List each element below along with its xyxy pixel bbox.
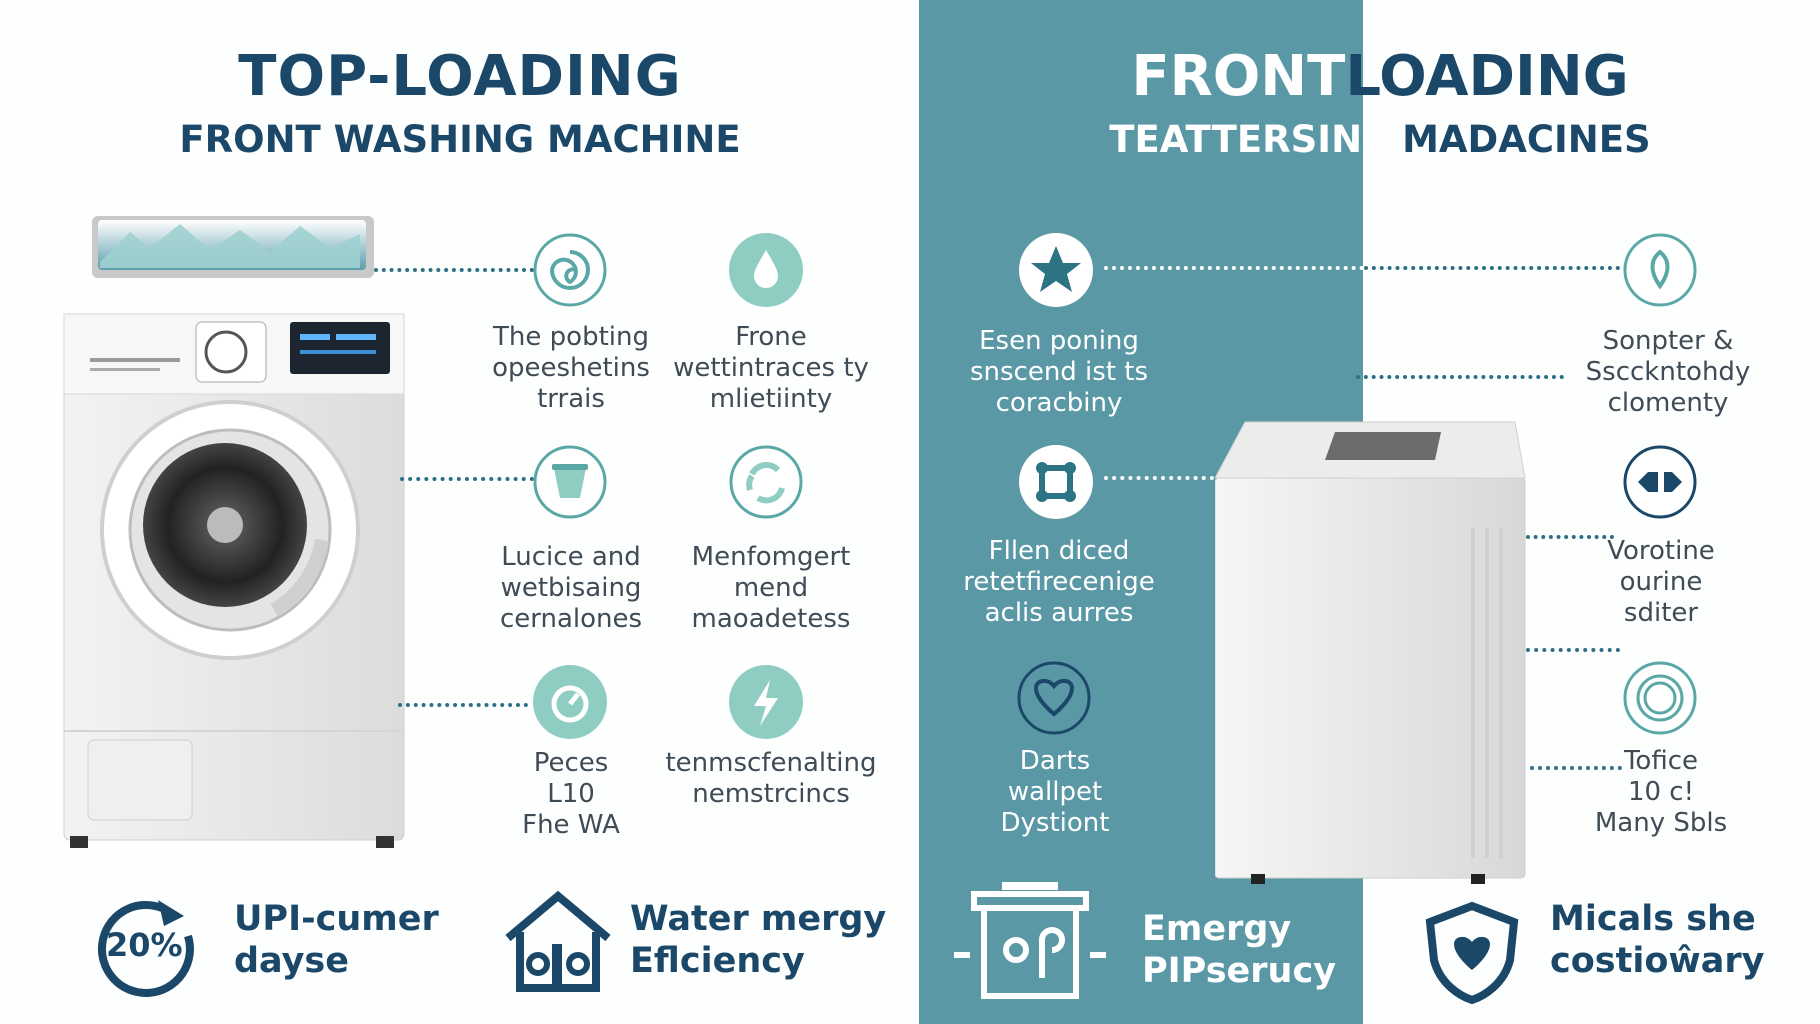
house-icon: [505, 890, 611, 992]
left-footer-1-text: UPI-cumer dayse: [234, 899, 439, 981]
left-title: TOP-LOADING: [238, 44, 682, 109]
top-load-washer-illustration: [1215, 421, 1526, 884]
right-feature-3-text: Fllen diced retetfirecenige aclis aurres: [963, 536, 1155, 628]
bucket-icon: [533, 445, 607, 519]
connector-line: [1530, 766, 1622, 770]
right-subtitle-part-a: TEATTERSINC: [1109, 118, 1390, 161]
right-title-part-a: FRONT: [1131, 44, 1346, 109]
appliance-icon: [954, 882, 1106, 999]
shield-icon: [1425, 901, 1519, 1004]
right-feature-6-text: Tofice 10 c! Many Sbls: [1594, 746, 1728, 838]
left-feature-1-text: The pobting opeeshetins trrais: [492, 322, 650, 414]
connector-line: [1356, 375, 1564, 379]
arrows-icon: [1623, 445, 1697, 519]
left-feature-6-text: tenmscfenalting nemstrcincs: [665, 748, 877, 809]
lightning-icon: [729, 665, 803, 739]
left-feature-3-text: Lucice and wetbisaing cernalones: [499, 542, 643, 634]
percent-badge-value: 20%: [106, 926, 183, 964]
right-subtitle: TEATTERSINC MADACINES: [1030, 118, 1730, 161]
left-footer-2-text: Water mergy Eflciency: [630, 899, 887, 981]
right-feature-5-text: Darts wallpet Dystiont: [1000, 746, 1110, 838]
timer-icon: [533, 665, 607, 739]
right-feature-2-text: Sonpter & Sscckntohdy clomenty: [1585, 326, 1751, 418]
ring-icon: [1623, 661, 1697, 735]
right-feature-1-text: Esen poning snscend ist ts coracbiny: [969, 326, 1149, 418]
left-feature-4-text: Menfomgert mend maoadetess: [691, 542, 851, 634]
connector-line: [398, 703, 528, 707]
connector-line: [400, 477, 534, 481]
left-feature-2-text: Frone wettintraces ty mlietiinty: [673, 322, 869, 414]
connector-line: [1104, 266, 1364, 270]
water-drop-icon: [729, 233, 803, 307]
left-subtitle: FRONT WASHING MACHINE: [179, 118, 741, 161]
connector-line: [1364, 266, 1628, 270]
right-footer-2-text: Micals she costioŵary: [1550, 899, 1765, 981]
right-footer-1-text: Emergy PIPserucy: [1142, 909, 1337, 991]
connector-line: [1526, 648, 1620, 652]
molecule-icon: [1019, 445, 1093, 519]
front-load-washer-illustration: [63, 216, 405, 848]
right-feature-4-text: Vorotine ourine sditer: [1607, 536, 1715, 628]
right-title-part-b: LOADING: [1345, 44, 1629, 109]
connector-line: [374, 268, 534, 272]
percent-badge-icon: [98, 900, 194, 997]
right-subtitle-part-b: MADACINES: [1402, 118, 1651, 161]
star-icon: [1019, 233, 1093, 307]
leaf-icon: [1623, 233, 1697, 307]
recycle-icon: [729, 445, 803, 519]
connector-line: [1104, 476, 1214, 480]
right-title: FRONTLOADING: [1080, 44, 1680, 109]
connector-line: [1526, 535, 1614, 539]
swirl-icon: [533, 233, 607, 307]
heart-shield-icon: [1017, 661, 1091, 735]
left-feature-5-text: Peces L10 Fhe WA: [522, 748, 620, 840]
